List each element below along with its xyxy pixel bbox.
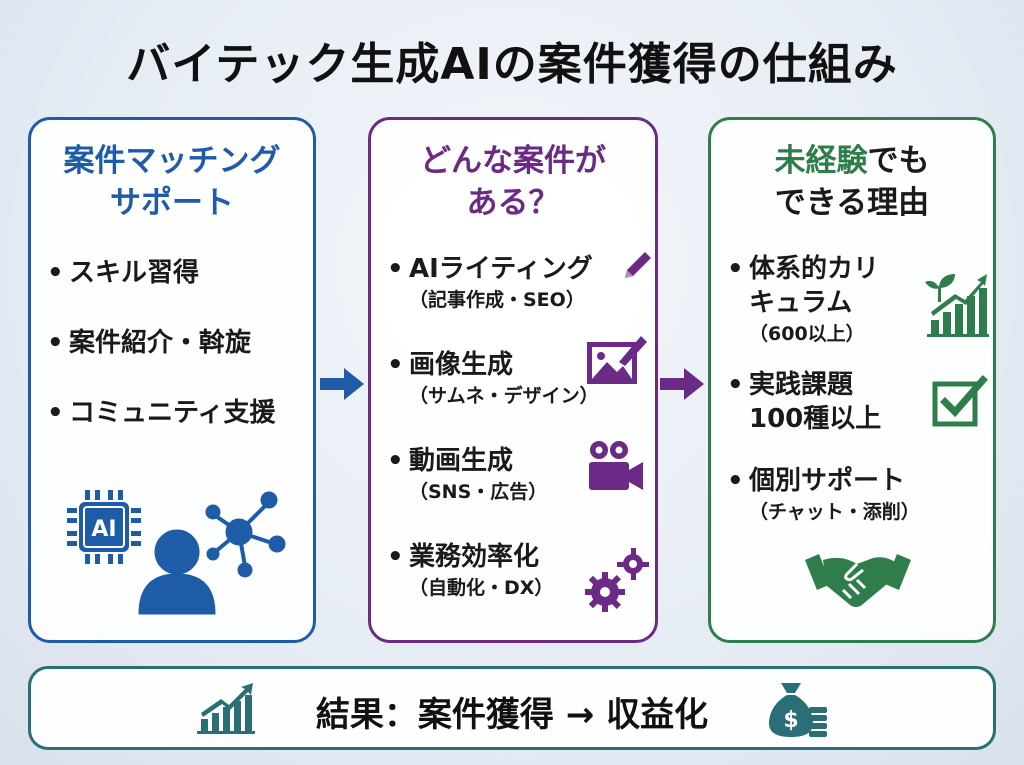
list-item-sub: （自動化・DX）	[409, 577, 554, 599]
panel-heading-highlight: 未経験	[774, 143, 868, 179]
bullet: •	[47, 398, 64, 428]
list-item-label-line2: キュラム	[749, 288, 853, 318]
list-item-label: 業務効率化	[409, 542, 540, 572]
panel-matching-support: 案件マッチング サポート •スキル習得 •案件紹介・斡旋 •コミュニティ支援 A…	[28, 117, 316, 643]
bullet: •	[387, 350, 404, 380]
image-edit-icon	[587, 336, 647, 384]
list-item: •案件紹介・斡旋	[47, 326, 251, 360]
list-item-label: コミュニティ支援	[69, 398, 276, 428]
handshake-icon	[805, 554, 911, 607]
panel-beginner-reasons: 未経験でも できる理由 •体系的カリ キュラム （600以上） •実践課題 10…	[708, 117, 996, 643]
panel-heading-rest: でも	[867, 143, 930, 179]
money-bag-icon: $	[769, 683, 827, 737]
list-item: •業務効率化 （自動化・DX）	[387, 540, 553, 602]
growth-chart-icon	[197, 683, 255, 734]
panel-heading-line1: 未経験でも	[711, 140, 993, 182]
panel-heading-line2: できる理由	[774, 185, 930, 221]
list-item-sub: （チャット・添削）	[749, 501, 920, 523]
bullet: •	[47, 328, 64, 358]
arrow-right-icon	[320, 368, 364, 400]
list-item: •AIライティング （記事作成・SEO）	[387, 252, 593, 314]
page-title: バイテック生成AIの案件獲得の仕組み	[126, 39, 898, 90]
list-item: •実践課題 100種以上	[727, 368, 881, 436]
panel-heading: 未経験でも できる理由	[711, 140, 993, 224]
list-item-label: 画像生成	[409, 350, 514, 380]
result-banner: 結果：案件獲得 → 収益化 $	[28, 666, 996, 750]
list-item: •画像生成 （サムネ・デザイン）	[387, 348, 599, 410]
bullet: •	[727, 466, 744, 496]
gears-icon	[585, 548, 649, 612]
panel-heading-line1: 案件マッチング	[63, 143, 281, 179]
bullet: •	[387, 254, 404, 284]
list-item: •体系的カリ キュラム （600以上）	[727, 252, 879, 348]
ai-chip-icon: AI	[67, 490, 141, 564]
bullet: •	[47, 258, 64, 288]
list-item-sub: （SNS・広告）	[409, 481, 548, 503]
list-item-label: AIライティング	[409, 254, 593, 284]
bullet: •	[387, 446, 404, 476]
list-item-sub: （記事作成・SEO）	[409, 289, 585, 311]
svg-text:$: $	[783, 708, 798, 733]
growth-chart-icon	[925, 274, 989, 337]
list-item-label: 体系的カリ	[749, 254, 880, 284]
bullet: •	[727, 254, 744, 284]
result-text: 結果：案件獲得 → 収益化	[315, 695, 709, 735]
list-item: •個別サポート （チャット・添削）	[727, 464, 920, 526]
list-item-label: 実践課題	[749, 370, 854, 400]
panel-heading: どんな案件が ある？	[371, 140, 655, 224]
list-item-label-line2: 100種以上	[749, 404, 882, 434]
panel-heading-line2: ある？	[466, 185, 560, 221]
list-item-label: スキル習得	[69, 258, 200, 288]
ai-chip-label: AI	[91, 517, 116, 542]
list-item: •コミュニティ支援	[47, 396, 275, 430]
list-item-label: 動画生成	[409, 446, 514, 476]
list-item: •動画生成 （SNS・広告）	[387, 444, 547, 506]
list-item-sub: （600以上）	[749, 323, 865, 345]
list-item-label: 案件紹介・斡旋	[69, 328, 252, 358]
video-camera-icon	[589, 441, 643, 490]
panel-heading-line1: どんな案件が	[420, 143, 606, 179]
checkbox-icon	[932, 375, 988, 427]
arrow-right-icon	[660, 368, 704, 400]
user-network-icon	[138, 491, 286, 615]
list-item: •スキル習得	[47, 256, 199, 290]
list-item-sub: （サムネ・デザイン）	[409, 385, 599, 407]
bullet: •	[727, 370, 744, 400]
panel-project-types: どんな案件が ある？ •AIライティング （記事作成・SEO） •画像生成 （サ…	[368, 117, 658, 643]
list-item-label: 個別サポート	[749, 466, 906, 496]
pencil-icon	[625, 252, 651, 278]
bullet: •	[387, 542, 404, 572]
panel-heading: 案件マッチング サポート	[31, 140, 313, 224]
panel-heading-line2: サポート	[110, 185, 234, 221]
